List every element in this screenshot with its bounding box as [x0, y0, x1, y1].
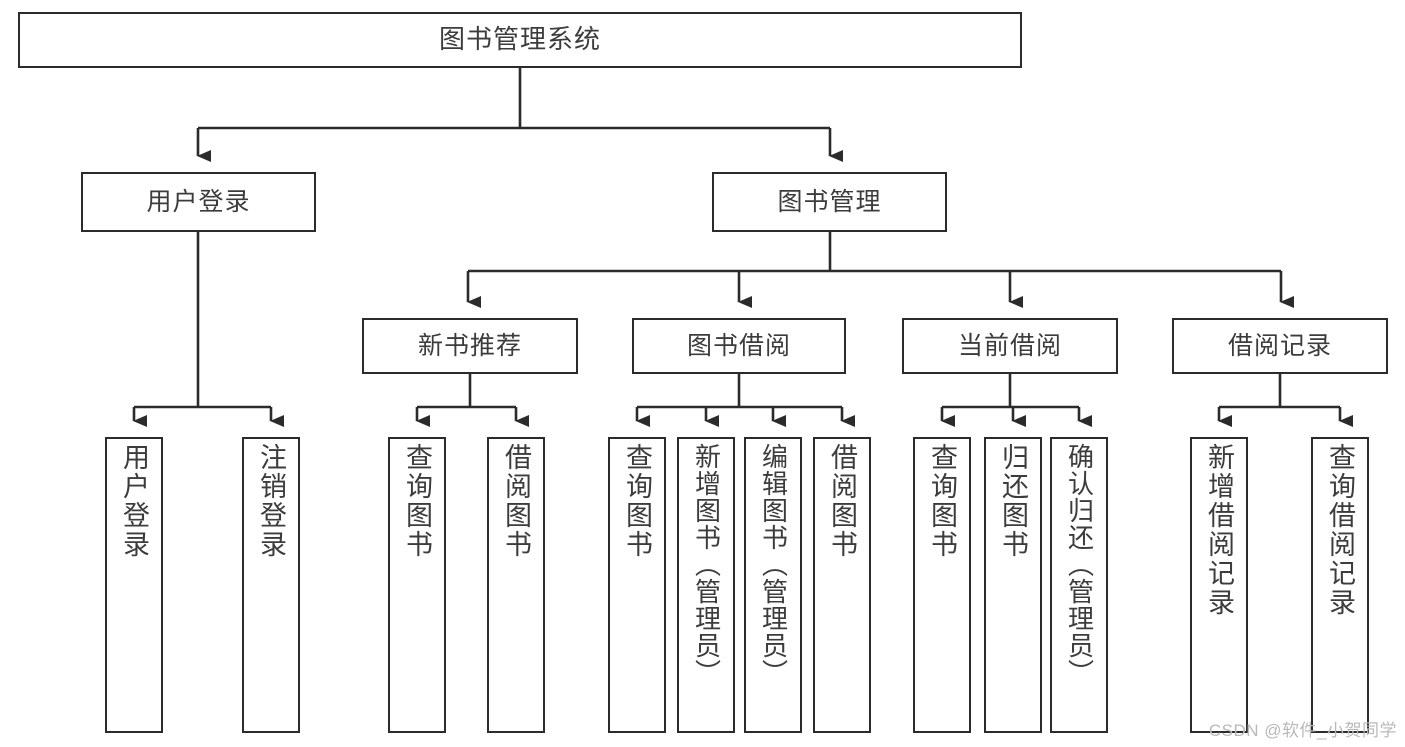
node-leaf-query-book-3[interactable]: 查询图书 [913, 437, 971, 733]
node-new-book-recommend[interactable]: 新书推荐 [362, 318, 578, 374]
node-leaf-user-login[interactable]: 用户登录 [105, 437, 163, 733]
node-leaf-borrow-book-1[interactable]: 借阅图书 [487, 437, 545, 733]
node-leaf-confirm-return[interactable]: 确认归还（管理员） [1050, 437, 1108, 733]
node-book-borrow-label: 图书借阅 [686, 331, 791, 360]
node-leaf-return-book-label: 归还图书 [998, 443, 1029, 559]
node-root-label: 图书管理系统 [438, 24, 601, 55]
node-leaf-query-record[interactable]: 查询借阅记录 [1311, 437, 1369, 733]
node-leaf-add-book[interactable]: 新增图书（管理员） [677, 437, 735, 733]
node-leaf-borrow-book-1-label: 借阅图书 [501, 443, 532, 559]
node-leaf-query-book-1-label: 查询图书 [402, 443, 433, 559]
node-leaf-query-book-2[interactable]: 查询图书 [608, 437, 666, 733]
node-book-manage[interactable]: 图书管理 [712, 172, 947, 232]
node-borrow-record[interactable]: 借阅记录 [1172, 318, 1388, 374]
node-leaf-logout-label: 注销登录 [256, 443, 287, 559]
node-leaf-add-record-label: 新增借阅记录 [1204, 443, 1235, 617]
node-leaf-query-book-1[interactable]: 查询图书 [388, 437, 446, 733]
node-book-manage-label: 图书管理 [777, 187, 882, 216]
node-leaf-logout[interactable]: 注销登录 [242, 437, 300, 733]
node-leaf-query-book-2-label: 查询图书 [622, 443, 653, 559]
node-leaf-edit-book-label: 编辑图书（管理员） [758, 443, 789, 686]
node-current-borrow[interactable]: 当前借阅 [902, 318, 1118, 374]
node-leaf-borrow-book-2[interactable]: 借阅图书 [813, 437, 871, 733]
node-book-borrow[interactable]: 图书借阅 [632, 318, 846, 374]
node-borrow-record-label: 借阅记录 [1227, 331, 1332, 360]
node-user-login[interactable]: 用户登录 [81, 172, 316, 232]
node-leaf-add-record[interactable]: 新增借阅记录 [1190, 437, 1248, 733]
node-new-book-recommend-label: 新书推荐 [417, 331, 522, 360]
node-leaf-add-book-label: 新增图书（管理员） [691, 443, 722, 686]
node-leaf-query-record-label: 查询借阅记录 [1325, 443, 1356, 617]
node-leaf-return-book[interactable]: 归还图书 [984, 437, 1042, 733]
node-leaf-confirm-return-label: 确认归还（管理员） [1064, 443, 1095, 686]
node-current-borrow-label: 当前借阅 [957, 331, 1062, 360]
node-leaf-user-login-label: 用户登录 [119, 443, 150, 559]
node-leaf-query-book-3-label: 查询图书 [927, 443, 958, 559]
node-user-login-label: 用户登录 [146, 187, 251, 216]
node-leaf-edit-book[interactable]: 编辑图书（管理员） [744, 437, 802, 733]
node-root[interactable]: 图书管理系统 [18, 12, 1022, 68]
node-leaf-borrow-book-2-label: 借阅图书 [827, 443, 858, 559]
